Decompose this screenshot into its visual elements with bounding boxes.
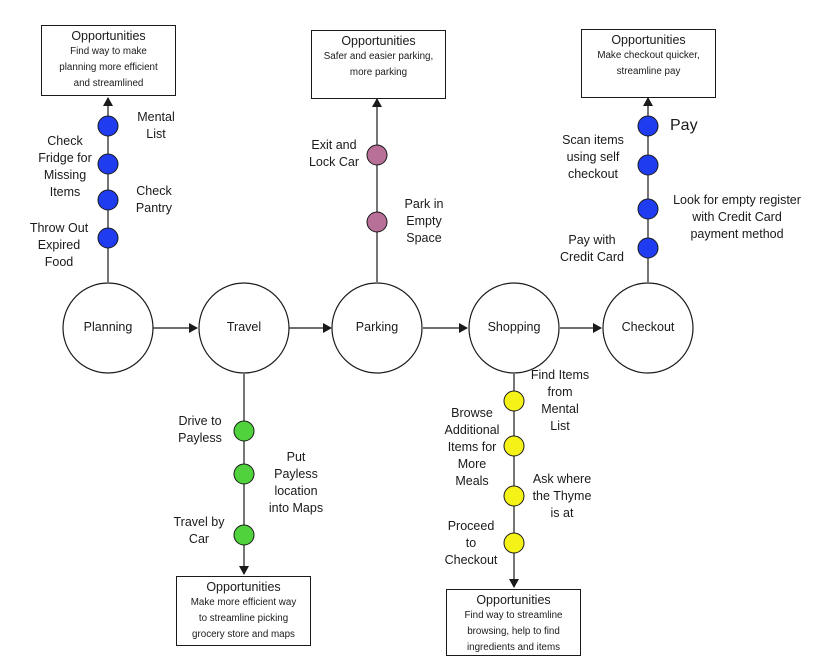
shopping-step-label: Proceed to Checkout	[444, 519, 498, 567]
travel-step-label: Travel by Car	[173, 515, 225, 546]
stage-label-checkout: Checkout	[621, 320, 675, 334]
opportunity-box-travel: Opportunities Make more efficient way to…	[176, 576, 311, 646]
parking-step-label: Exit and Lock Car	[308, 138, 360, 169]
opportunity-title: Opportunities	[206, 580, 281, 594]
shopping-step-label: Browse Additional Items for More Meals	[444, 406, 500, 488]
planning-step-label: Throw Out Expired Food	[29, 221, 89, 269]
opportunity-body: Make checkout quicker, streamline pay	[597, 50, 700, 77]
shopping-dot-1	[503, 390, 525, 412]
planning-dot-3	[97, 189, 119, 211]
travel-dot-2	[233, 463, 255, 485]
planning-stage-circle	[62, 282, 154, 374]
planning-step-label: Mental List	[137, 110, 175, 141]
opportunity-body: Find way to make planning more efficient…	[59, 46, 158, 89]
planning-dot-4	[97, 227, 119, 249]
shopping-stage-circle	[468, 282, 560, 374]
shopping-dot-4	[503, 532, 525, 554]
shopping-step-label: Ask where the Thyme is at	[532, 472, 592, 520]
stage-label-planning: Planning	[83, 320, 133, 334]
stage-label-shopping: Shopping	[487, 320, 541, 334]
parking-stage-circle	[331, 282, 423, 374]
planning-step-label: Check Pantry	[135, 184, 173, 215]
shopping-step-label: Find Items from Mental List	[530, 368, 590, 433]
planning-step-label: Check Fridge for Missing Items	[38, 134, 92, 199]
opportunity-title: Opportunities	[341, 34, 416, 48]
parking-step-label: Park in Empty Space	[404, 197, 444, 245]
travel-stage-circle	[198, 282, 290, 374]
opportunity-body: Find way to streamline browsing, help to…	[464, 610, 563, 653]
checkout-step-label: Scan items using self checkout	[562, 133, 624, 181]
shopping-dot-2	[503, 435, 525, 457]
checkout-step-label: Look for empty register with Credit Card…	[673, 193, 801, 241]
opportunity-body: Make more efficient way to streamline pi…	[190, 597, 297, 640]
checkout-dot-2	[637, 154, 659, 176]
opportunity-box-checkout: Opportunities Make checkout quicker, str…	[581, 29, 716, 98]
opportunity-title: Opportunities	[71, 29, 146, 43]
checkout-dot-4	[637, 237, 659, 259]
travel-step-label: Drive to Payless	[178, 414, 222, 445]
checkout-dot-3	[637, 198, 659, 220]
stage-label-travel: Travel	[226, 320, 262, 334]
checkout-step-label-pay: Pay	[670, 117, 698, 134]
checkout-step-label: Pay with Credit Card	[560, 233, 624, 264]
opportunity-body: Safer and easier parking, more parking	[323, 51, 434, 78]
opportunity-box-parking: Opportunities Safer and easier parking, …	[311, 30, 446, 99]
parking-dot-1	[366, 144, 388, 166]
parking-dot-2	[366, 211, 388, 233]
travel-step-label: Put Payless location into Maps	[268, 450, 324, 515]
opportunity-title: Opportunities	[611, 33, 686, 47]
opportunity-box-planning: Opportunities Find way to make planning …	[41, 25, 176, 96]
stage-label-parking: Parking	[355, 320, 399, 334]
travel-dot-3	[233, 524, 255, 546]
planning-dot-1	[97, 115, 119, 137]
checkout-stage-circle	[602, 282, 694, 374]
travel-dot-1	[233, 420, 255, 442]
shopping-dot-3	[503, 485, 525, 507]
opportunity-title: Opportunities	[476, 593, 551, 607]
planning-dot-2	[97, 153, 119, 175]
opportunity-box-shopping: Opportunities Find way to streamline bro…	[446, 589, 581, 656]
checkout-dot-1	[637, 115, 659, 137]
